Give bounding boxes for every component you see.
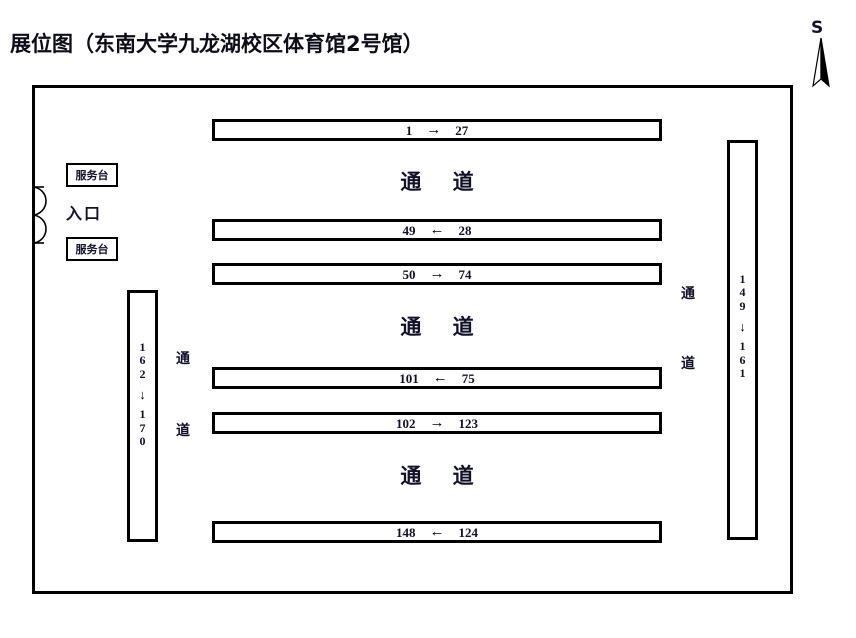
digit: 7 (139, 420, 146, 435)
booth-range-start: 49 (402, 222, 416, 238)
digit: 9 (739, 298, 746, 313)
booth-row[interactable]: 101 ← 75 (212, 367, 662, 389)
service-desk-bottom[interactable]: 服务台 (66, 237, 118, 261)
exhibition-hall-boundary (32, 85, 793, 594)
double-door-swing-icon (22, 186, 68, 244)
aisle-label-right-char-top: 通 (681, 286, 695, 302)
aisle-label-left-char-bottom: 道 (176, 423, 190, 439)
booth-range-start: 102 (396, 415, 416, 431)
booth-column-right[interactable]: 1 4 9 ↓ 1 6 1 (727, 140, 758, 540)
digit: 1 (739, 339, 746, 354)
digit: 2 (139, 366, 146, 381)
booth-row[interactable]: 1 → 27 (212, 119, 662, 141)
arrow-left-icon: ← (429, 221, 445, 238)
digit: 6 (739, 352, 746, 367)
booth-row[interactable]: 148 ← 124 (212, 521, 662, 543)
arrow-down-icon: ↓ (139, 387, 146, 403)
aisle-label-left-char-top: 通 (176, 351, 190, 367)
digit: 1 (739, 272, 746, 286)
digit: 4 (739, 285, 746, 300)
digit: 1 (139, 340, 146, 354)
booth-range-end: 28 (458, 222, 472, 238)
digit: 1 (739, 366, 746, 381)
booth-range-end: 27 (455, 122, 469, 138)
aisle-label-top: 通 道 (400, 170, 486, 194)
arrow-left-icon: ← (429, 523, 445, 540)
booth-range-end: 124 (458, 524, 479, 540)
booth-column-left[interactable]: 1 6 2 ↓ 1 7 0 (127, 290, 158, 542)
arrow-right-icon: → (426, 121, 442, 138)
booth-column-range-start: 1 6 2 (139, 340, 146, 381)
booth-range-end: 123 (458, 415, 479, 431)
booth-column-range-start: 1 4 9 (739, 272, 746, 313)
service-desk-top[interactable]: 服务台 (66, 163, 118, 187)
compass-rose: S (800, 18, 842, 88)
booth-range-end: 74 (458, 266, 472, 282)
aisle-label-middle: 通 道 (400, 315, 486, 339)
booth-range-start: 101 (399, 370, 419, 386)
booth-range-start: 50 (402, 266, 416, 282)
entrance-label: 入口 (66, 204, 103, 223)
booth-row[interactable]: 49 ← 28 (212, 219, 662, 241)
booth-column-range-end: 1 7 0 (139, 407, 146, 449)
booth-row[interactable]: 50 → 74 (212, 263, 662, 285)
digit: 6 (139, 353, 146, 368)
arrow-left-icon: ← (432, 369, 448, 386)
booth-column-range-end: 1 6 1 (739, 339, 746, 381)
north-arrow-needle-icon (804, 37, 838, 92)
aisle-label-bottom: 通 道 (400, 464, 486, 488)
compass-direction-label: S (811, 18, 824, 38)
digit: 0 (139, 434, 146, 449)
booth-range-end: 75 (461, 370, 475, 386)
booth-range-start: 148 (396, 524, 416, 540)
digit: 1 (139, 407, 146, 422)
arrow-down-icon: ↓ (739, 319, 746, 335)
booth-row[interactable]: 102 → 123 (212, 412, 662, 434)
arrow-right-icon: → (429, 414, 445, 431)
arrow-right-icon: → (429, 265, 445, 282)
page-title: 展位图（东南大学九龙湖校区体育馆2号馆） (10, 32, 424, 56)
aisle-label-right-char-bottom: 道 (681, 356, 695, 372)
booth-range-start: 1 (405, 122, 413, 138)
